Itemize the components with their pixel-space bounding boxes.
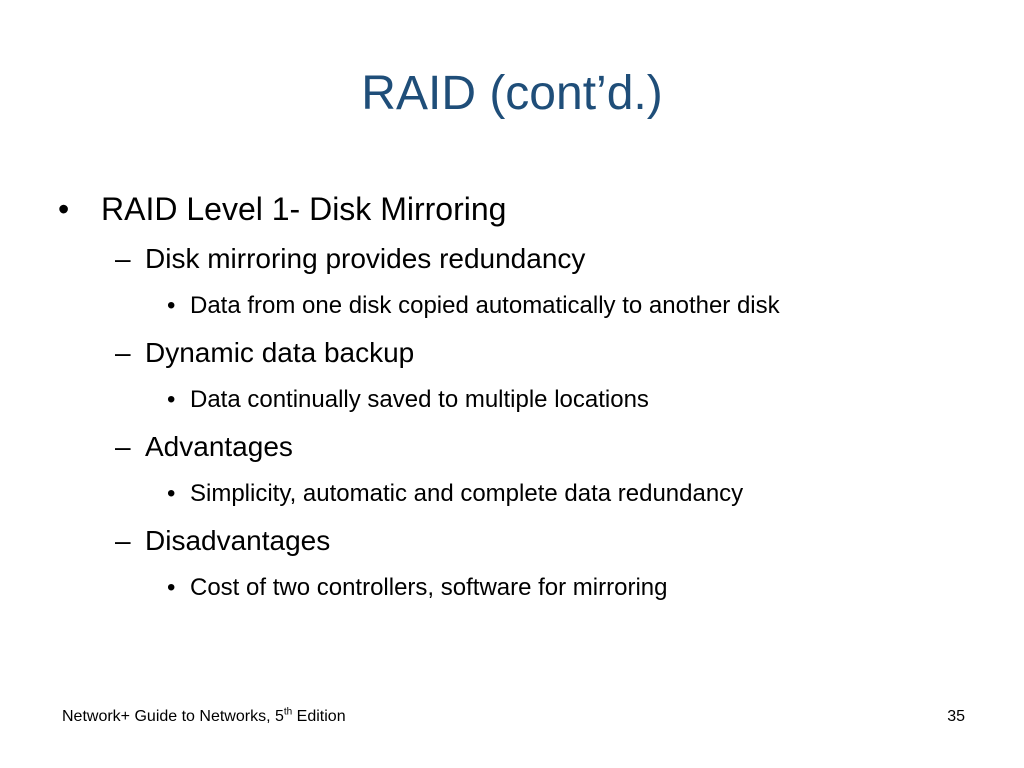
- footer-book-suffix: Edition: [292, 708, 346, 725]
- bullet-marker: •: [58, 191, 70, 227]
- bullet-marker: •: [167, 574, 176, 601]
- bullet-text: Simplicity, automatic and complete data …: [190, 480, 744, 507]
- bullet-list: • RAID Level 1- Disk Mirroring – Disk mi…: [58, 183, 998, 611]
- bullet-level-3: • Cost of two controllers, software for …: [58, 565, 998, 611]
- bullet-level-2: – Disadvantages: [58, 517, 998, 565]
- bullet-marker: •: [167, 480, 176, 507]
- footer-book-superscript: th: [283, 706, 293, 718]
- bullet-level-2: – Disk mirroring provides redundancy: [58, 235, 998, 283]
- bullet-level-2: – Advantages: [58, 423, 998, 471]
- dash-marker: –: [115, 243, 131, 274]
- footer-book-prefix: Network+ Guide to Networks, 5: [62, 708, 284, 725]
- bullet-text: Data continually saved to multiple locat…: [190, 386, 649, 413]
- bullet-level-1: • RAID Level 1- Disk Mirroring: [58, 183, 998, 235]
- bullet-level-3: • Data from one disk copied automaticall…: [58, 283, 998, 329]
- bullet-marker: •: [167, 386, 176, 413]
- bullet-text: Dynamic data backup: [145, 337, 415, 368]
- page-number: 35: [947, 708, 965, 725]
- bullet-text: Advantages: [145, 431, 293, 462]
- footer-book-title: Network+ Guide to Networks, 5th Edition: [62, 707, 346, 727]
- bullet-level-3: • Simplicity, automatic and complete dat…: [58, 471, 998, 517]
- bullet-text: Cost of two controllers, software for mi…: [190, 574, 668, 601]
- bullet-level-2: – Dynamic data backup: [58, 329, 998, 377]
- bullet-level-3: • Data continually saved to multiple loc…: [58, 377, 998, 423]
- bullet-text: Disadvantages: [145, 525, 331, 556]
- dash-marker: –: [115, 525, 131, 556]
- slide-title: RAID (cont’d.): [361, 67, 663, 120]
- bullet-marker: •: [167, 292, 176, 319]
- bullet-text: RAID Level 1- Disk Mirroring: [101, 191, 507, 227]
- bullet-text: Data from one disk copied automatically …: [190, 292, 780, 319]
- dash-marker: –: [115, 431, 131, 462]
- bullet-text: Disk mirroring provides redundancy: [145, 243, 586, 274]
- dash-marker: –: [115, 337, 131, 368]
